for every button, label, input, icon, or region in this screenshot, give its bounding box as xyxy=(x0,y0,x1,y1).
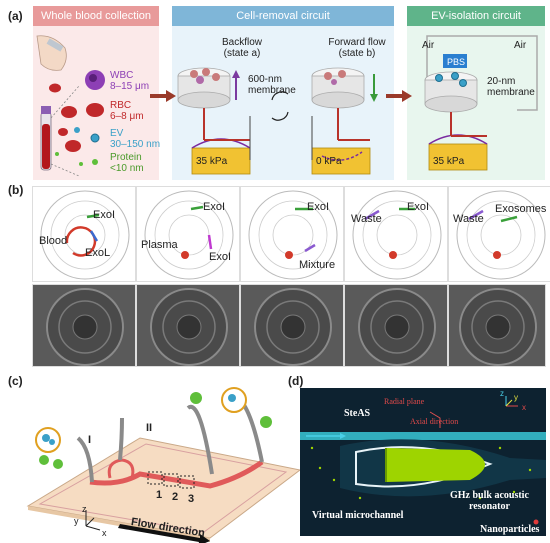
backflow-state: (state a) xyxy=(223,48,261,59)
disc-frame-5: Waste Exosomes xyxy=(448,186,550,282)
virtual-channel-label: Virtual microchannel xyxy=(312,510,404,521)
ev-isolation-header: EV-isolation circuit xyxy=(407,6,545,26)
backflow-title: Backflow (state a) xyxy=(212,37,272,59)
wbc-size: 8–15 μm xyxy=(110,81,150,92)
disc-schematic-icon xyxy=(40,190,130,280)
membrane-600-word: membrane xyxy=(248,85,296,96)
air-left: Air xyxy=(422,40,435,51)
resonator-render: SteAS Radial plane Axial direction GHz b… xyxy=(300,388,546,536)
panel-c-label: (c) xyxy=(8,374,23,388)
panel-c-axis-x: x xyxy=(102,528,107,538)
pressure-c: 35 kPa xyxy=(433,156,465,167)
panel-c-axis-z: z xyxy=(82,504,87,514)
membrane-20-label: 20-nm membrane xyxy=(487,76,535,98)
frame1-label-exol: ExoL xyxy=(85,247,111,259)
frame5-label-exosomes: Exosomes xyxy=(495,203,547,215)
panel-c-axis-y: y xyxy=(74,516,79,526)
resonator-line2: resonator xyxy=(468,501,510,512)
micrograph-1 xyxy=(32,284,136,367)
membrane-20-word: membrane xyxy=(487,87,535,98)
protein-size: <10 nm xyxy=(110,163,144,174)
zone-2-label: 2 xyxy=(172,491,179,503)
panel-d-label: (d) xyxy=(288,374,304,388)
micrograph-disc-icon xyxy=(358,288,436,366)
frame2-label-exoi-top: ExoI xyxy=(203,201,226,213)
membrane-600-label: 600-nm membrane xyxy=(248,74,296,96)
disc-frame-2: Plasma ExoI ExoI xyxy=(136,186,240,282)
micrograph-disc-icon xyxy=(46,288,124,366)
ev-label: EV 30–150 nm xyxy=(110,128,160,150)
wbc-name: WBC xyxy=(110,70,134,81)
frame2-label-plasma: Plasma xyxy=(141,239,178,251)
frame1-label-exoi: ExoI xyxy=(93,209,116,221)
whole-blood-header: Whole blood collection xyxy=(33,6,159,26)
micrograph-3 xyxy=(240,284,344,367)
inlet-1-label: I xyxy=(88,434,92,446)
pbs-label: PBS xyxy=(447,57,466,67)
wbc-label: WBC 8–15 μm xyxy=(110,70,149,92)
forward-state: (state b) xyxy=(338,48,376,59)
micrograph-disc-icon xyxy=(254,288,332,366)
cell-removal-header: Cell-removal circuit xyxy=(172,6,394,26)
nanoparticles-label: Nanoparticles xyxy=(480,524,540,535)
resonator-scene-icon xyxy=(300,388,546,536)
resonator-line1: GHz bulk acoustic xyxy=(450,490,529,501)
micrograph-2 xyxy=(136,284,240,367)
forward-title: Forward flow (state b) xyxy=(322,37,392,59)
radial-plane-label: Radial plane xyxy=(384,397,425,406)
disc-schematic-icon xyxy=(144,190,234,280)
frame4-label-waste: Waste xyxy=(351,213,382,225)
micrograph-disc-icon xyxy=(459,288,537,366)
protein-name: Protein xyxy=(110,152,142,163)
panel-b-label: (b) xyxy=(8,183,24,197)
inlet-2-label: II xyxy=(146,422,153,434)
panel-a-label: (a) xyxy=(8,9,23,23)
whole-blood-section xyxy=(33,6,159,180)
frame1-label-blood: Blood xyxy=(39,235,68,247)
disc-frame-4: Waste ExoI xyxy=(344,186,448,282)
pressure-a: 35 kPa xyxy=(196,156,228,167)
frame3-label-exoi: ExoI xyxy=(307,201,330,213)
rbc-name: RBC xyxy=(110,100,132,111)
micrograph-disc-icon xyxy=(150,288,228,366)
blood-collection-illustration xyxy=(36,35,105,177)
micrograph-5 xyxy=(448,284,546,367)
membrane-600-size: 600-nm xyxy=(248,74,282,85)
membrane-20-size: 20-nm xyxy=(487,76,516,87)
air-right: Air xyxy=(514,40,527,51)
disc-schematic-icon xyxy=(352,190,442,280)
frame2-label-exoi-bottom: ExoI xyxy=(209,251,232,263)
disc-frame-1: Blood ExoI ExoL xyxy=(32,186,136,282)
rbc-label: RBC 6–8 μm xyxy=(110,100,144,122)
resonator-label: GHz bulk acoustic resonator xyxy=(450,490,529,512)
axial-direction-label: Axial direction xyxy=(410,417,459,426)
steas-label: SteAS xyxy=(344,408,371,419)
protein-label: Protein <10 nm xyxy=(110,152,144,174)
micrograph-4 xyxy=(344,284,448,367)
panel-d-axis-z: z xyxy=(500,389,504,398)
section-arrow-2 xyxy=(386,90,412,102)
pressure-b: 0 kPa xyxy=(316,156,342,167)
panel-d-axis-x: x xyxy=(522,403,526,412)
ev-name: EV xyxy=(110,128,124,139)
ev-isolation-illustration xyxy=(424,35,538,171)
cell-removal-illustration xyxy=(177,67,378,175)
frame5-label-waste: Waste xyxy=(453,213,484,225)
frame3-label-mixture: Mixture xyxy=(299,259,336,271)
frame4-label-exoi: ExoI xyxy=(407,201,430,213)
section-arrow-1 xyxy=(150,90,176,102)
rbc-size: 6–8 μm xyxy=(110,111,144,122)
zone-1-label: 1 xyxy=(156,489,163,501)
disc-frame-3: ExoI Mixture xyxy=(240,186,344,282)
acoustic-chip-illustration xyxy=(26,387,300,543)
forward-label: Forward flow xyxy=(328,37,386,48)
backflow-label: Backflow xyxy=(221,37,262,48)
panel-d-axis-y: y xyxy=(514,393,518,402)
ev-size: 30–150 nm xyxy=(110,139,161,150)
zone-3-label: 3 xyxy=(188,493,195,505)
disc-schematic-icon xyxy=(248,190,338,280)
disc-schematic-icon xyxy=(456,190,546,280)
